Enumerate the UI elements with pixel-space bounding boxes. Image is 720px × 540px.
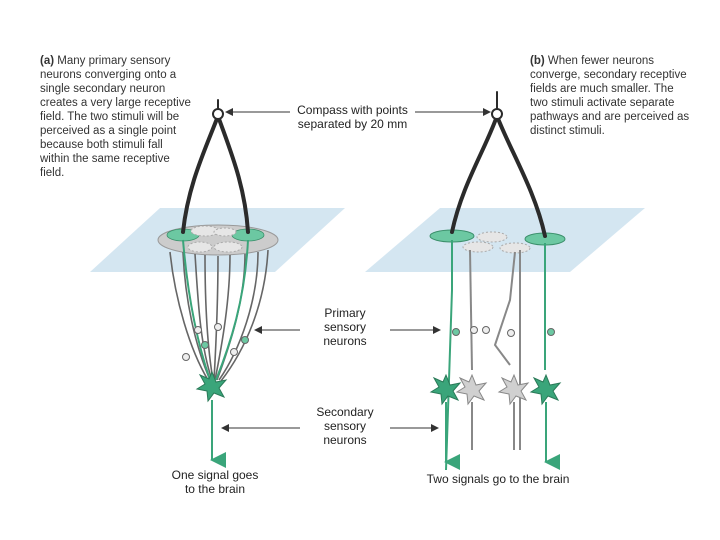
secondary-neurons-b [429, 373, 562, 406]
secondary-label-line2: sensory [323, 419, 367, 433]
compass-label: Compass with points separated by 20 mm [290, 103, 415, 131]
two-signals-label: Two signals go to the brain [426, 472, 570, 486]
panel-b [365, 91, 645, 471]
compass-label-line1: Compass with points [297, 103, 408, 117]
caption-b-letter: (b) [530, 55, 545, 67]
caption-b-text: When fewer neurons converge, secondary r… [530, 55, 690, 137]
caption-panel-b: (b) When fewer neurons converge, seconda… [530, 54, 690, 138]
label-pointers [221, 108, 491, 432]
compass-a [181, 99, 250, 234]
panel-a [90, 99, 345, 468]
secondary-neurons-label: Secondary sensory neurons [300, 405, 390, 447]
caption-a-letter: (a) [40, 55, 55, 67]
primary-cell-bodies-a [182, 323, 249, 361]
skin-surface-b [365, 208, 645, 272]
compass-b [450, 91, 547, 238]
primary-label-line2: sensory [323, 320, 367, 334]
one-signal-line1: One signal goes [171, 468, 259, 482]
one-signal-line2: to the brain [184, 482, 246, 496]
primary-neurons-label: Primary sensory neurons [300, 306, 390, 348]
secondary-neuron-a [195, 370, 228, 468]
primary-label-line3: neurons [323, 334, 367, 348]
one-signal-label: One signal goes to the brain [160, 468, 270, 496]
primary-neurons-b [445, 240, 546, 471]
secondary-label-line3: neurons [323, 433, 367, 447]
secondary-label-line1: Secondary [316, 405, 374, 419]
compass-label-line2: separated by 20 mm [297, 117, 408, 131]
primary-label-line1: Primary [324, 306, 366, 320]
primary-cell-bodies-b [452, 326, 555, 337]
caption-panel-a: (a) Many primary sensory neurons converg… [40, 54, 195, 180]
primary-neurons-a-green [182, 239, 249, 381]
caption-a-text: Many primary sensory neurons converging … [40, 55, 191, 179]
